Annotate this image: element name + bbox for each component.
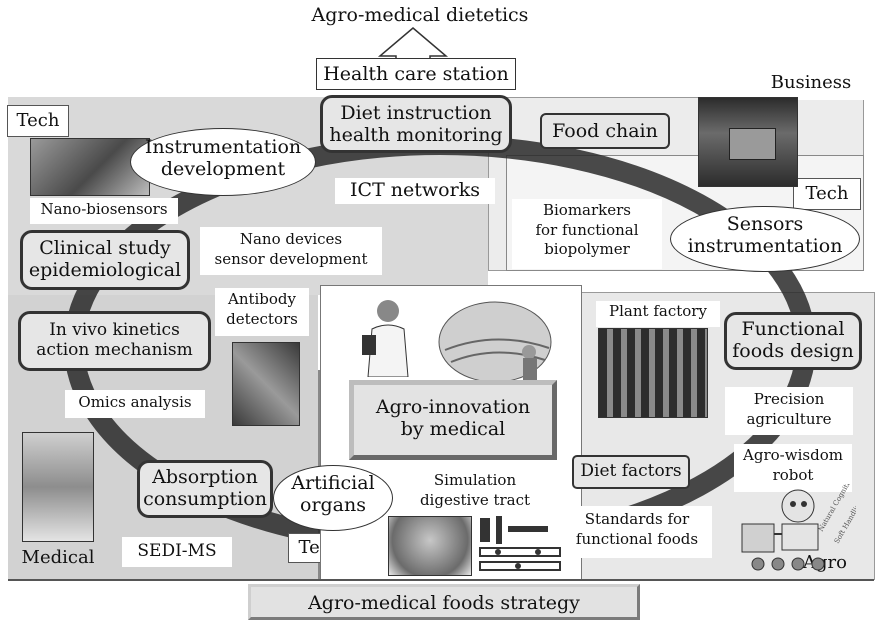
doctor-icon — [358, 297, 418, 378]
ict-networks-label: ICT networks — [335, 178, 495, 204]
medical-equipment-photo — [22, 432, 94, 542]
tech-right-label: Tech — [793, 178, 861, 210]
instrumentation-ellipse: Instrumentation development — [130, 128, 316, 196]
sensors-ellipse: Sensors instrumentation — [670, 206, 860, 272]
biomarkers-label: Biomarkers for functional biopolymer — [512, 199, 662, 269]
antibody-detectors-label: Antibody detectors — [215, 288, 309, 336]
bottom-base-line — [8, 579, 874, 581]
food-chain-device-photo — [698, 97, 798, 187]
business-label: Business — [756, 68, 866, 100]
nano-biosensor-photo — [30, 138, 150, 196]
precision-agriculture-label: Precision agriculture — [725, 387, 853, 435]
agro-wisdom-robot-label: Agro-wisdom robot — [734, 444, 852, 492]
agro-wisdom-robot-icon: Natural Cognition Soft Handling — [738, 473, 865, 574]
in-vivo-box: In vivo kinetics action mechanism — [18, 311, 211, 371]
clinical-study-box: Clinical study epidemiological — [20, 230, 190, 290]
plant-factory-label: Plant factory — [596, 301, 720, 327]
agro-innovation-box: Agro-innovation by medical — [349, 380, 557, 460]
absorption-box: Absorption consumption — [137, 460, 273, 518]
sedi-ms-label: SEDI-MS — [122, 537, 232, 567]
medical-label: Medical — [21, 547, 95, 568]
tech-top-left-label: Tech — [7, 105, 69, 137]
omics-analysis-label: Omics analysis — [65, 390, 205, 418]
artificial-organs-ellipse: Artificial organs — [273, 465, 393, 531]
farmer-field-icon — [437, 300, 555, 385]
plant-factory-photo — [598, 328, 708, 418]
nano-biosensors-label: Nano-biosensors — [30, 198, 178, 224]
functional-foods-box: Functional foods design — [724, 312, 862, 370]
food-chain-box: Food chain — [540, 113, 670, 149]
nano-devices-label: Nano devices sensor development — [200, 227, 382, 275]
simulation-digestive-label: Simulation digestive tract — [419, 471, 531, 509]
antibody-detector-photo — [232, 342, 300, 426]
agro-medical-foods-strategy-bar: Agro-medical foods strategy — [248, 584, 640, 620]
digestive-organs-image — [388, 516, 472, 576]
digestive-simulator-diagram — [478, 512, 566, 576]
health-care-station-box: Health care station — [316, 58, 516, 90]
diet-factors-box: Diet factors — [572, 455, 690, 489]
standards-label: Standards for functional foods — [562, 506, 712, 558]
diet-instruction-box: Diet instruction health monitoring — [320, 95, 512, 153]
agro-medical-dietetics-label: Agro-medical dietetics — [311, 4, 529, 26]
